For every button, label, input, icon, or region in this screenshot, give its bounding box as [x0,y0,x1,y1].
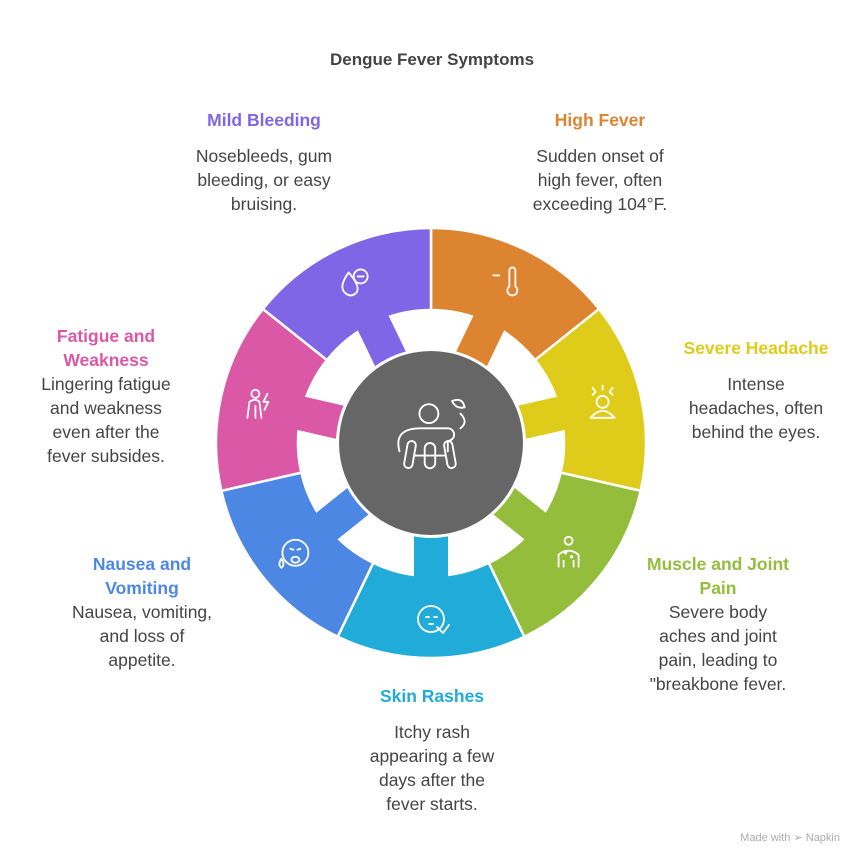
symptom-title: Skin Rashes [332,684,532,708]
symptom-description: Severe body aches and joint pain, leading … [618,600,818,696]
description-line: Lingering fatigue [41,374,171,394]
description-line: Severe body [668,602,768,622]
description-line: appearing a few [369,746,495,766]
title-line: Skin Rashes [379,686,485,706]
nausea-face-icon [278,538,310,569]
title-line: Fatigue and [56,326,156,346]
title-line: Mild Bleeding [207,110,321,130]
description-line: Nausea, vomiting, [71,602,213,622]
blood-drop-icon [341,268,369,297]
description-line: headaches, often [688,398,824,418]
headache-icon [589,384,616,419]
symptom-description: Intense headaches, often behind the eyes. [656,372,856,444]
description-line: days after the [378,770,486,790]
symptom-title: Severe Headache [656,336,856,360]
description-line: pain, leading to [658,650,778,670]
title-line: Nausea and [92,554,192,574]
description-line: and loss of [99,626,185,646]
symptom-description: Lingering fatigue and weakness even after … [6,372,206,468]
segment-skin-rashes [336,531,526,660]
description-line: Sudden onset of [536,146,664,166]
title-line: Muscle and Joint [647,554,789,574]
description-line: bruising. [230,194,298,214]
fatigue-icon [246,388,270,419]
symptom-title: Mild Bleeding [164,108,364,132]
title-line: High Fever [554,110,646,130]
description-line: appetite. [108,650,176,670]
description-line: fever subsides. [47,446,165,466]
description-line: exceeding 104°F. [532,194,668,214]
description-line: Intense [727,374,785,394]
watermark: Made with ➢ Napkin [740,832,840,844]
description-line: behind the eyes. [691,422,821,442]
description-line: fever starts. [386,794,478,814]
description-line: high fever, often [537,170,663,190]
segment-nausea-vomiting [219,471,375,639]
description-line: and weakness [50,398,162,418]
description-line: Nosebleeds, gum [195,146,333,166]
title-line: Vomiting [105,578,179,598]
person-sick-icon [397,398,466,470]
title-line: Weakness [63,350,149,370]
title-line: Severe Headache [683,338,829,358]
description-line: bleeding, or easy [197,170,331,190]
title-line: Pain [699,578,737,598]
symptom-description: Nausea, vomiting, and loss of appetite. [42,600,242,672]
symptom-title: High Fever [500,108,700,132]
symptom-description: Itchy rash appearing a few days after the f… [332,720,532,816]
description-line: "breakbone fever. [649,674,787,694]
symptom-description: Sudden onset of high fever, often exceedin… [500,144,700,216]
thermometer-icon [492,266,519,297]
symptom-description: Nosebleeds, gum bleeding, or easy bruising… [164,144,364,216]
rash-icon [417,605,450,634]
segment-fatigue-weakness [214,307,349,493]
description-line: aches and joint [659,626,777,646]
diagram-title: Dengue Fever Symptoms [329,50,535,69]
body-pain-icon [557,535,580,568]
description-line: Itchy rash [394,722,470,742]
description-line: even after the [52,422,160,442]
